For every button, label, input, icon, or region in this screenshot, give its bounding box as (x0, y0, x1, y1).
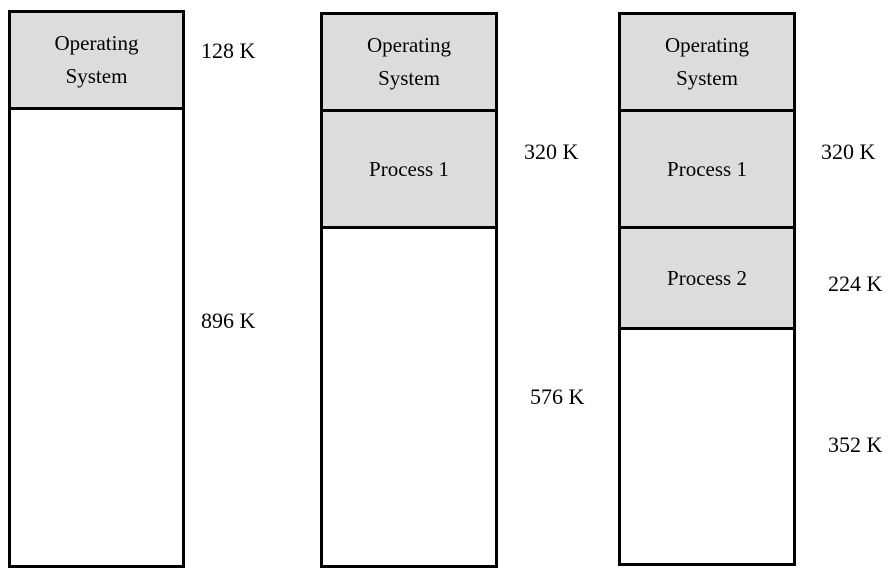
memory-column-2: Operating System Process 1 (320, 12, 498, 568)
segment-process-2: Process 2 (621, 229, 793, 330)
segment-operating-system-label: Operating System (367, 33, 451, 90)
segment-process-1: Process 1 (323, 112, 495, 229)
segment-operating-system: Operating System (621, 15, 793, 112)
memory-column-3: Operating System Process 1 Process 2 (618, 12, 796, 566)
segment-free-space (621, 330, 793, 563)
segment-process-2-label: Process 2 (667, 265, 747, 290)
size-label-os-128k: 128 K (201, 38, 256, 63)
size-label-process1-320k: 320 K (524, 139, 579, 164)
segment-process-1-label: Process 1 (369, 156, 449, 181)
size-label-process2-224k: 224 K (828, 271, 883, 296)
segment-operating-system: Operating System (323, 15, 495, 112)
segment-free-space (11, 110, 182, 565)
segment-free-space (323, 229, 495, 565)
segment-operating-system-label: Operating System (665, 33, 749, 90)
memory-column-1: Operating System (8, 10, 185, 568)
size-label-free-352k: 352 K (828, 432, 883, 457)
segment-process-1: Process 1 (621, 112, 793, 229)
size-label-free-576k: 576 K (530, 384, 585, 409)
segment-operating-system-label: Operating System (54, 31, 139, 88)
segment-operating-system: Operating System (11, 13, 182, 110)
size-label-process1-320k: 320 K (821, 139, 876, 164)
segment-process-1-label: Process 1 (667, 156, 747, 181)
size-label-free-896k: 896 K (201, 308, 256, 333)
